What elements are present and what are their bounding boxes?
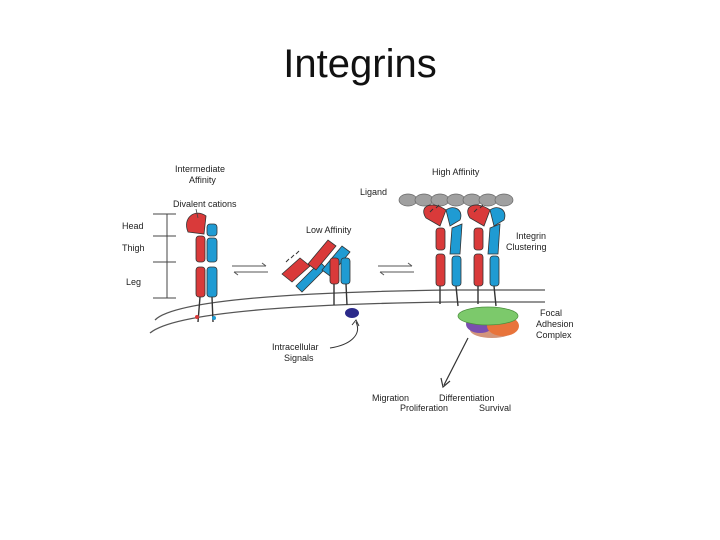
label-intermediate-affinity-2: Affinity (189, 175, 216, 185)
label-high-affinity: High Affinity (432, 167, 480, 177)
intracellular-signal-dot (345, 308, 359, 318)
integrin-high-affinity-1 (423, 204, 463, 307)
integrin-intermediate-affinity (186, 212, 218, 323)
integrin-high-affinity-2 (467, 204, 506, 307)
signal-arrow (329, 321, 358, 349)
label-divalent-cations: Divalent cations (173, 199, 237, 209)
label-ligand: Ligand (360, 187, 387, 197)
integrin-low-affinity (281, 239, 351, 306)
label-low-affinity: Low Affinity (306, 225, 352, 235)
label-leg: Leg (126, 277, 141, 287)
label-migration: Migration (372, 393, 409, 403)
ligand-chain (398, 193, 514, 207)
label-proliferation: Proliferation (400, 403, 448, 413)
label-intracellular-1: Intracellular (272, 342, 319, 352)
label-differentiation: Differentiation (439, 393, 494, 403)
label-intracellular-2: Signals (284, 353, 314, 363)
outcome-arrow (443, 337, 469, 386)
label-head: Head (122, 221, 144, 231)
equilibrium-arrows-left (232, 262, 268, 276)
label-thigh: Thigh (122, 243, 145, 253)
label-focal-2: Adhesion (536, 319, 574, 329)
label-integrin-clustering-2: Clustering (506, 242, 547, 252)
domain-bracket (153, 213, 176, 299)
slide-title: Integrins (283, 42, 437, 86)
equilibrium-arrows-right (378, 262, 414, 276)
cell-membrane (149, 289, 545, 334)
focal-adhesion-complex (457, 306, 519, 338)
label-focal-1: Focal (540, 308, 562, 318)
label-focal-3: Complex (536, 330, 572, 340)
label-survival: Survival (479, 403, 511, 413)
label-integrin-clustering-1: Integrin (516, 231, 546, 241)
label-intermediate-affinity-1: Intermediate (175, 164, 225, 174)
